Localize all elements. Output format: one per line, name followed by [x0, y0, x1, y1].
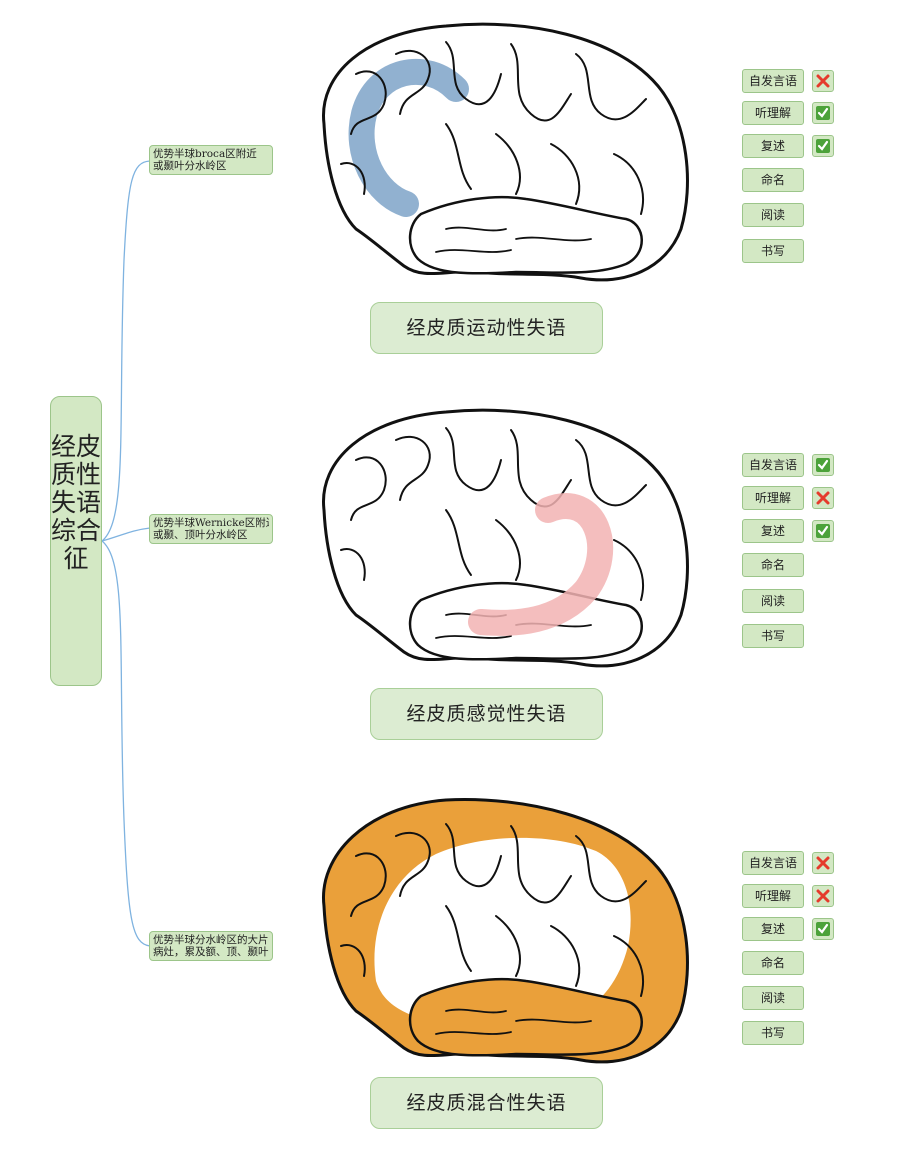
function-naming[interactable]: 命名: [742, 553, 804, 577]
status-impaired: [812, 852, 834, 874]
location-line: 优势半球broca区附近: [153, 148, 257, 160]
function-writing[interactable]: 书写: [742, 624, 804, 648]
syndrome-title-mixed[interactable]: 经皮质混合性失语: [370, 1077, 603, 1129]
function-writing[interactable]: 书写: [742, 1021, 804, 1045]
function-spontaneous-speech[interactable]: 自发言语: [742, 453, 804, 477]
function-spontaneous-speech[interactable]: 自发言语: [742, 851, 804, 875]
function-repetition[interactable]: 复述: [742, 519, 804, 543]
connector-sensory: [101, 527, 151, 542]
check-icon: [816, 106, 830, 120]
cross-icon: [816, 889, 830, 903]
function-comprehension[interactable]: 听理解: [742, 486, 804, 510]
brain-illustration-sensory: [322, 408, 689, 668]
location-line: 或颞叶分水岭区: [153, 160, 227, 172]
broca-highlight: [348, 58, 469, 217]
wernicke-highlight: [468, 493, 614, 636]
check-icon: [816, 139, 830, 153]
location-node-mixed[interactable]: 优势半球分水岭区的大片 病灶，累及额、顶、颞叶: [149, 931, 273, 961]
function-reading[interactable]: 阅读: [742, 203, 804, 227]
status-preserved: [812, 520, 834, 542]
root-label: 经皮质性失语综合征: [51, 432, 102, 573]
status-impaired: [812, 487, 834, 509]
location-node-sensory[interactable]: 优势半球Wernicke区附近 或颞、顶叶分水岭区: [149, 514, 273, 544]
cross-icon: [816, 74, 830, 88]
status-impaired: [812, 70, 834, 92]
status-preserved: [812, 454, 834, 476]
syndrome-title-motor[interactable]: 经皮质运动性失语: [370, 302, 603, 354]
function-comprehension[interactable]: 听理解: [742, 101, 804, 125]
function-naming[interactable]: 命名: [742, 168, 804, 192]
status-preserved: [812, 102, 834, 124]
temporal-lobe: [408, 977, 643, 1057]
function-naming[interactable]: 命名: [742, 951, 804, 975]
location-line: 病灶，累及额、顶、颞叶: [153, 946, 269, 958]
status-impaired: [812, 885, 834, 907]
function-reading[interactable]: 阅读: [742, 986, 804, 1010]
status-preserved: [812, 135, 834, 157]
root-node[interactable]: 经皮质性失语综合征: [50, 396, 102, 686]
syndrome-title-sensory[interactable]: 经皮质感觉性失语: [370, 688, 603, 740]
function-writing[interactable]: 书写: [742, 239, 804, 263]
brain-illustration-motor: [322, 22, 689, 282]
function-spontaneous-speech[interactable]: 自发言语: [742, 69, 804, 93]
function-repetition[interactable]: 复述: [742, 134, 804, 158]
status-preserved: [812, 918, 834, 940]
spared-cortex: [374, 837, 631, 1033]
check-icon: [816, 524, 830, 538]
connector-motor: [101, 160, 151, 542]
cross-icon: [816, 491, 830, 505]
function-repetition[interactable]: 复述: [742, 917, 804, 941]
cross-icon: [816, 856, 830, 870]
connector-mixed: [101, 540, 151, 947]
location-node-motor[interactable]: 优势半球broca区附近 或颞叶分水岭区: [149, 145, 273, 175]
brain-illustration-mixed: [322, 798, 689, 1064]
location-line: 优势半球分水岭区的大片: [153, 934, 269, 946]
temporal-lobe: [408, 195, 643, 275]
location-line: 或颞、顶叶分水岭区: [153, 529, 248, 541]
check-icon: [816, 922, 830, 936]
check-icon: [816, 458, 830, 472]
function-comprehension[interactable]: 听理解: [742, 884, 804, 908]
location-line: 优势半球Wernicke区附近: [153, 517, 269, 529]
function-reading[interactable]: 阅读: [742, 589, 804, 613]
